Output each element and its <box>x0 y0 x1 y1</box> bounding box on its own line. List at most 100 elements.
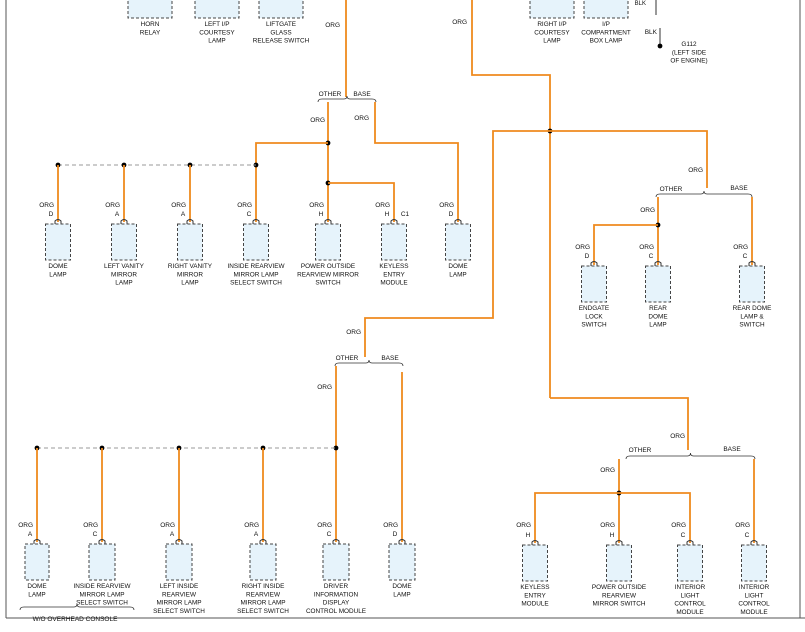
component-box <box>529 0 575 19</box>
wire-color-label: ORG <box>735 522 750 529</box>
pin-label: A <box>28 531 33 538</box>
component-label-line: REAR DOME <box>733 305 772 312</box>
top-component-label-line: I/P <box>602 21 610 28</box>
branch-brace-a <box>317 95 377 103</box>
pin-symbol <box>324 219 332 224</box>
pin-label: D <box>49 211 54 218</box>
component-label-line: DOME <box>392 583 411 590</box>
pin-symbol <box>252 219 260 224</box>
component-label-line: MIRROR LAMP <box>156 600 201 607</box>
wire-color-label: ORG <box>18 522 33 529</box>
pin-label: C <box>327 531 332 538</box>
component-label-line: LAMP & <box>740 313 764 320</box>
component-box <box>445 223 471 261</box>
wire-color-label: ORG <box>354 115 369 122</box>
component-box <box>24 543 50 581</box>
wire-color-label: ORG <box>575 244 590 251</box>
wire-color-label: ORG <box>83 522 98 529</box>
component-label-line: REAR <box>649 305 667 312</box>
pin-label: H <box>319 211 324 218</box>
branch-label: BASE <box>730 185 748 192</box>
component-box <box>165 543 193 581</box>
wire-color-label: ORG <box>600 467 615 474</box>
pin-label: H <box>385 211 390 218</box>
wire-color-label: ORG <box>452 19 467 26</box>
component-label-line: SELECT SWITCH <box>76 600 128 607</box>
branch-brace-b <box>655 190 753 198</box>
component-label-line: REARVIEW <box>162 591 197 598</box>
wire-color-label: ORG <box>670 433 685 440</box>
component-label-line: RIGHT INSIDE <box>242 583 285 590</box>
component-box <box>322 543 350 581</box>
pin-symbol <box>54 219 62 224</box>
pin-label: D <box>449 211 454 218</box>
component-label-line: DOME <box>648 313 667 320</box>
component-box <box>88 543 116 581</box>
component-label-line: CONTROL MODULE <box>306 608 366 615</box>
pin-label: A <box>181 211 186 218</box>
component-label-line: DOME <box>48 263 67 270</box>
component-label-line: LAMP <box>49 271 66 278</box>
branch-brace-d <box>625 452 756 460</box>
pin-symbol <box>748 261 756 266</box>
component-label-line: DRIVER <box>324 583 349 590</box>
component-box <box>381 223 407 261</box>
pin-label: C <box>93 531 98 538</box>
top-component-label-line: HORN <box>141 21 160 28</box>
wire-color-label: ORG <box>317 522 332 529</box>
component-label-line: SELECT SWITCH <box>237 608 289 615</box>
top-component-label-line: RELAY <box>140 29 161 36</box>
component-box <box>606 544 632 582</box>
component-label-line: SWITCH <box>581 322 607 329</box>
top-component-label-line: GLASS <box>270 29 291 36</box>
wire-color-label: ORG <box>375 202 390 209</box>
component-label-line: SELECT SWITCH <box>153 608 205 615</box>
ground-node <box>657 43 663 49</box>
component-label-line: CONTROL <box>674 601 706 608</box>
wire-to-endgate <box>593 224 658 265</box>
pin-symbol <box>615 540 623 545</box>
component-label-line: DISPLAY <box>323 600 350 607</box>
top-component-label-line: BOX LAMP <box>590 38 623 45</box>
pin-label: C <box>681 532 686 539</box>
top-component-label-line: LAMP <box>543 38 560 45</box>
component-label-line: CONTROL <box>738 601 770 608</box>
component-label-line: ENDGATE <box>579 305 609 312</box>
component-box <box>739 265 765 303</box>
component-label-line: LAMP <box>28 591 45 598</box>
wire-color-label: ORG <box>439 202 454 209</box>
wire-color-label: ORG <box>383 522 398 529</box>
splice-node <box>333 445 339 451</box>
component-label-line: LIGHT <box>681 592 700 599</box>
wire-color-label: ORG <box>310 117 325 124</box>
component-label-line: MIRROR LAMP <box>233 271 278 278</box>
wire-color-label: ORG <box>317 384 332 391</box>
component-box <box>522 544 548 582</box>
wire-color-label: ORG <box>733 244 748 251</box>
top-component-label-line: COMPARTMENT <box>581 29 631 36</box>
wire-color-label: BLK <box>645 29 658 36</box>
component-label-line: ENTRY <box>383 271 405 278</box>
ground-label-line: G112 <box>681 41 697 48</box>
component-label-line: LAMP <box>393 591 410 598</box>
trunk-d <box>550 397 689 450</box>
component-box <box>258 0 304 19</box>
branch-label: OTHER <box>336 355 359 362</box>
pin-symbol <box>186 219 194 224</box>
trunk-b <box>550 130 708 188</box>
component-box <box>194 0 240 19</box>
wire-color-label: ORG <box>160 522 175 529</box>
pin-label: C <box>247 211 252 218</box>
branch-base-a <box>374 102 459 222</box>
pin-symbol <box>120 219 128 224</box>
console-note: W/O OVERHEAD CONSOLE <box>33 616 119 623</box>
component-box <box>645 265 671 303</box>
pin-label: H <box>526 532 531 539</box>
component-label-line: LAMP <box>115 280 132 287</box>
component-label-line: DOME <box>448 263 467 270</box>
component-label-line: POWER OUTSIDE <box>592 584 646 591</box>
pin-symbol <box>33 539 41 544</box>
branch-label: OTHER <box>660 186 683 193</box>
pin-symbol <box>654 261 662 266</box>
ground-label-line: OF ENGINE) <box>670 58 707 65</box>
